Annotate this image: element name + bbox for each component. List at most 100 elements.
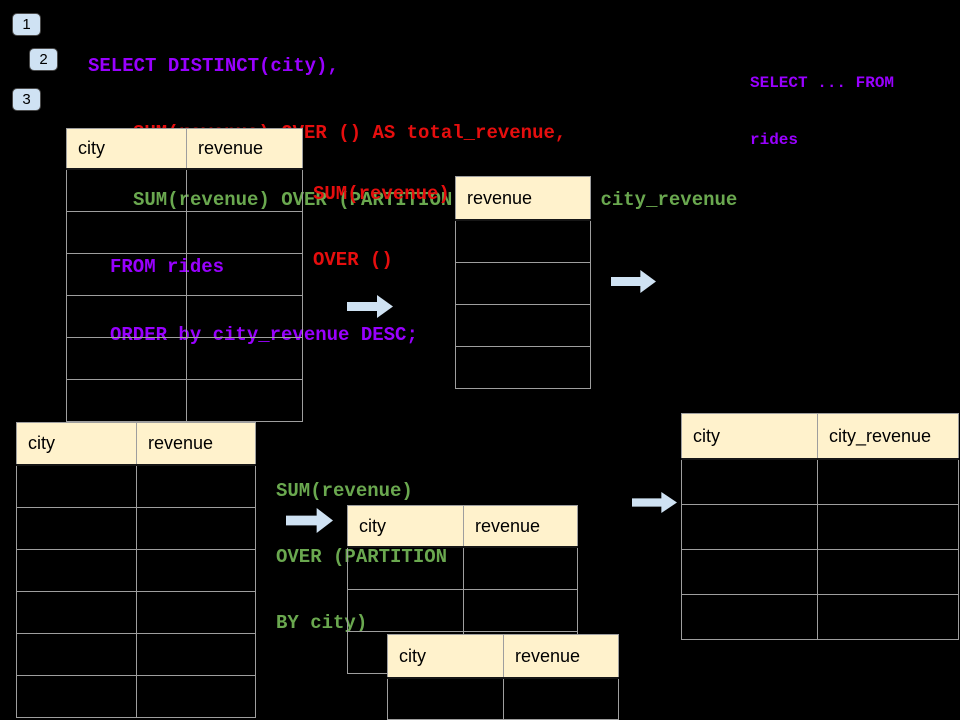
table-city-revenue-result: city city_revenue — [681, 413, 959, 640]
table-cell-empty — [136, 675, 256, 718]
table-cell-empty — [503, 677, 619, 720]
step-badge-1: 1 — [12, 13, 41, 36]
table-row — [66, 379, 303, 422]
column-header-city: city — [66, 128, 187, 170]
table-cell-empty — [66, 211, 187, 254]
table-cell-empty — [186, 253, 303, 296]
table-row — [681, 458, 959, 505]
table-header-row: city city_revenue — [681, 413, 959, 460]
table-cell-empty — [463, 546, 578, 590]
table-cell-empty — [455, 219, 591, 263]
right-arrow-icon — [286, 508, 333, 533]
sql-line-select: SELECT DISTINCT(city), — [88, 54, 339, 77]
column-header-revenue: revenue — [503, 634, 619, 679]
table-cell-empty — [463, 589, 578, 632]
annotation-total-revenue: SUM(revenue) OVER () — [313, 139, 450, 315]
table-row — [455, 262, 591, 305]
table-cell-empty — [681, 504, 818, 550]
right-arrow-icon — [611, 270, 656, 293]
table-row — [681, 549, 959, 595]
table-row — [16, 464, 256, 508]
table-cell-empty — [66, 337, 187, 380]
table-row — [681, 594, 959, 640]
table-row — [455, 219, 591, 263]
table-cell-empty — [66, 295, 187, 338]
step-badge-2-label: 2 — [39, 51, 48, 68]
column-header-revenue: revenue — [463, 505, 578, 548]
column-header-revenue: revenue — [136, 422, 256, 466]
table-cell-empty — [186, 337, 303, 380]
step-badge-3-label: 3 — [22, 91, 31, 108]
step-badge-2: 2 — [29, 48, 58, 71]
table-row — [66, 295, 303, 338]
annotation-total-line1: SUM(revenue) — [313, 183, 450, 205]
table-cell-empty — [16, 675, 137, 718]
table-row — [16, 507, 256, 550]
table-row — [16, 675, 256, 718]
table-header-row: city revenue — [387, 634, 619, 679]
table-cell-empty — [681, 594, 818, 640]
table-cell-empty — [186, 295, 303, 338]
table-row — [387, 677, 619, 720]
table-header-row: revenue — [455, 176, 591, 221]
table-cell-empty — [66, 379, 187, 422]
table-cell-empty — [16, 549, 137, 592]
table-cell-empty — [136, 591, 256, 634]
table-row — [455, 346, 591, 389]
table-cell-empty — [347, 589, 464, 632]
table-cell-empty — [16, 633, 137, 676]
column-header-city: city — [347, 505, 464, 548]
annotation-partition-line1: SUM(revenue) — [276, 480, 413, 502]
table-cell-empty — [817, 594, 959, 640]
table-cell-empty — [186, 211, 303, 254]
table-source-rides-top: city revenue — [66, 128, 303, 422]
table-row — [16, 591, 256, 634]
column-header-city: city — [681, 413, 818, 460]
table-cell-empty — [66, 253, 187, 296]
table-revenue-intermediate: revenue — [455, 176, 591, 389]
table-cell-empty — [817, 458, 959, 505]
annotation-total-line2: OVER () — [313, 249, 393, 271]
table-row — [66, 168, 303, 212]
step-badge-3: 3 — [12, 88, 41, 111]
column-header-city: city — [387, 634, 504, 679]
table-cell-empty — [16, 507, 137, 550]
table-row — [347, 589, 578, 632]
table-row — [455, 304, 591, 347]
table-cell-empty — [817, 549, 959, 595]
table-row — [16, 633, 256, 676]
column-header-city-revenue: city_revenue — [817, 413, 959, 460]
table-source-rides-bottom: city revenue — [16, 422, 256, 718]
table-header-row: city revenue — [16, 422, 256, 466]
table-cell-empty — [186, 379, 303, 422]
table-cell-empty — [347, 546, 464, 590]
table-cell-empty — [681, 458, 818, 505]
table-partition-overlay: city revenue — [387, 634, 619, 720]
table-row — [66, 337, 303, 380]
right-arrow-icon — [347, 295, 393, 318]
table-header-row: city revenue — [66, 128, 303, 170]
table-cell-empty — [387, 677, 504, 720]
side-snippet-line1: SELECT ... FROM — [750, 74, 895, 92]
table-cell-empty — [16, 464, 137, 508]
right-arrow-icon — [632, 492, 677, 513]
table-cell-empty — [136, 464, 256, 508]
table-row — [16, 549, 256, 592]
step-badge-1-label: 1 — [22, 16, 31, 33]
column-header-revenue: revenue — [186, 128, 303, 170]
table-cell-empty — [186, 168, 303, 212]
table-row — [681, 504, 959, 550]
sql-side-snippet: SELECT ... FROM rides — [750, 36, 894, 188]
column-header-city: city — [16, 422, 137, 466]
table-row — [66, 211, 303, 254]
table-row — [66, 253, 303, 296]
column-header-revenue: revenue — [455, 176, 591, 221]
side-snippet-line2: rides — [750, 131, 799, 149]
table-cell-empty — [136, 633, 256, 676]
table-cell-empty — [66, 168, 187, 212]
table-cell-empty — [455, 346, 591, 389]
table-cell-empty — [136, 507, 256, 550]
table-cell-empty — [136, 549, 256, 592]
table-row — [347, 546, 578, 590]
